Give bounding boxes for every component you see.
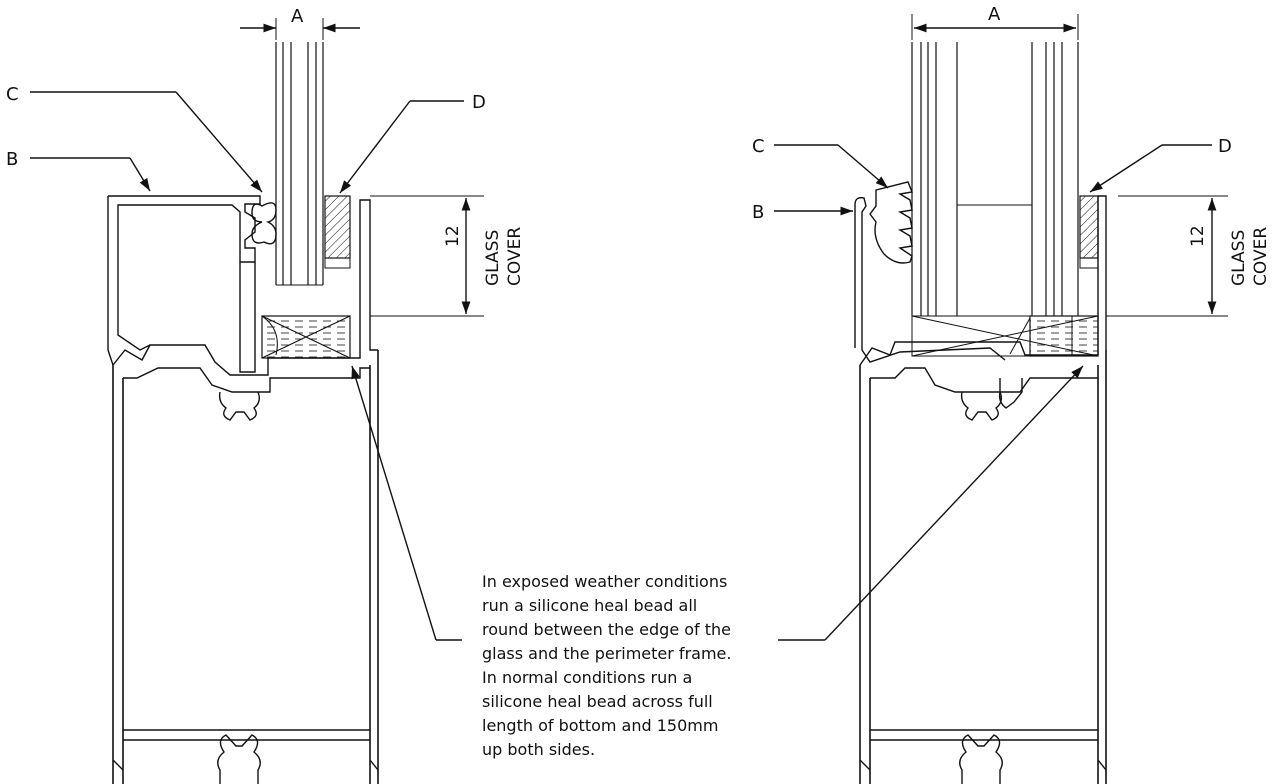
note-line-3: round between the edge of the [482, 620, 731, 639]
right-glass-cover-dimension: 12 GLASS COVER [1106, 195, 1271, 317]
right-leaders: C B D [752, 136, 1232, 223]
right-glass-cover-line1: GLASS [1229, 230, 1249, 286]
right-label-b: B [752, 202, 764, 223]
left-setting-block [261, 315, 351, 359]
left-dimension-a: A [240, 6, 360, 40]
right-gasket-c [869, 181, 913, 264]
silicone-bead-note: In exposed weather conditions run a sili… [482, 572, 731, 759]
note-line-4: glass and the perimeter frame. [482, 644, 731, 663]
right-spacer [1079, 257, 1099, 269]
note-line-6: silicone heal bead across full [482, 692, 713, 711]
right-label-a: A [988, 4, 1001, 25]
note-leaders [351, 365, 1084, 641]
left-frame [107, 195, 379, 784]
left-glass-cover-line2: COVER [505, 227, 525, 286]
note-line-2: run a silicone heal bead all [482, 596, 697, 615]
left-packer-d [324, 195, 351, 259]
right-label-d: D [1218, 136, 1232, 157]
right-detail: A 12 GLASS COVER C B D [752, 4, 1271, 784]
right-dimension-a: A [911, 4, 1079, 40]
left-glass-cover-line1: GLASS [483, 230, 503, 286]
left-detail: A 12 GLASS COVER C B D [6, 6, 525, 784]
left-label-d: D [472, 92, 486, 113]
left-label-b: B [6, 149, 18, 170]
right-setting-block [911, 315, 1099, 357]
left-gasket-c [251, 202, 277, 245]
right-glass-cover-line2: COVER [1251, 227, 1271, 286]
left-glass [275, 42, 324, 286]
right-glass [911, 42, 1079, 317]
left-label-a: A [291, 6, 304, 27]
left-label-c: C [6, 84, 19, 105]
note-line-8: up both sides. [482, 740, 595, 759]
left-spacer [324, 257, 351, 269]
right-frame [854, 195, 1107, 784]
note-line-1: In exposed weather conditions [482, 572, 727, 591]
left-leaders: C B D [6, 84, 486, 194]
right-label-c: C [752, 136, 765, 157]
right-dim-12: 12 [1188, 225, 1208, 247]
right-packer-d [1079, 195, 1099, 259]
note-line-5: In normal conditions run a [482, 668, 692, 687]
left-glass-cover-dimension: 12 GLASS COVER [370, 195, 525, 317]
left-dim-12: 12 [443, 225, 463, 247]
note-line-7: length of bottom and 150mm [482, 716, 718, 735]
